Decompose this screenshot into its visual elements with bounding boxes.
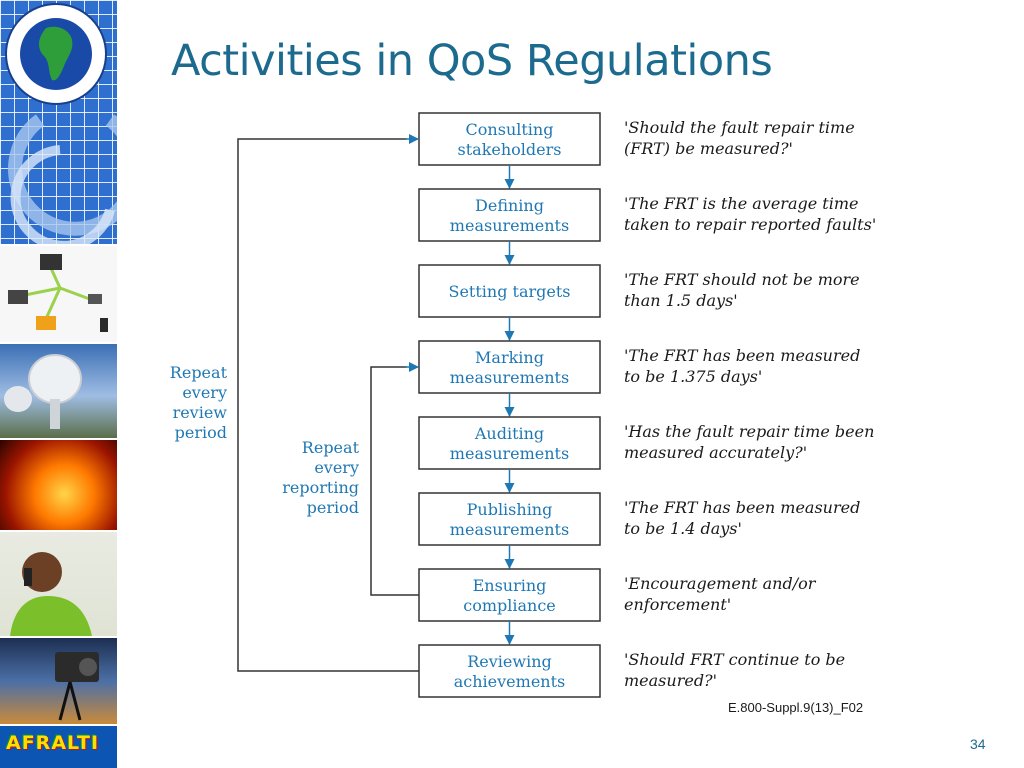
outer-loop-label: period — [175, 423, 227, 442]
step-example: measured?' — [624, 671, 717, 690]
step-label: Marking — [475, 348, 544, 367]
step-box — [418, 112, 601, 166]
network-devices-image — [0, 246, 117, 342]
step-label: Consulting — [466, 120, 554, 139]
source-reference: E.800-Suppl.9(13)_F02 — [728, 700, 863, 715]
step-label: Setting targets — [448, 282, 570, 301]
afralti-logo-panel — [0, 0, 117, 244]
step-label: Reviewing — [467, 652, 552, 671]
outer-loop-label: review — [173, 403, 228, 422]
camera-beach-image — [0, 638, 117, 724]
step-example: 'Should FRT continue to be — [624, 650, 845, 669]
monitor-icon — [40, 254, 62, 270]
inner-loop-label: period — [307, 498, 359, 517]
slide-number: 34 — [970, 736, 986, 752]
step-example: than 1.5 days' — [624, 291, 738, 310]
outer-loop-label: every — [182, 383, 227, 402]
woman-on-phone-image — [0, 532, 117, 636]
step-example: 'The FRT has been measured — [624, 498, 860, 517]
inner-loop-line — [370, 366, 419, 596]
step-box — [418, 340, 601, 394]
step-label: Auditing — [474, 424, 544, 443]
step-label: compliance — [463, 596, 556, 615]
step-example: 'Has the fault repair time been — [624, 422, 874, 441]
laptop-icon — [8, 290, 28, 304]
outer-loop-line — [237, 138, 419, 672]
step-example: (FRT) be measured?' — [624, 139, 793, 158]
step-label: measurements — [450, 444, 569, 463]
step-label: Ensuring — [473, 576, 547, 595]
phone-icon — [24, 568, 32, 586]
inner-loop-label: every — [314, 458, 359, 477]
step-box — [418, 416, 601, 470]
step-label: measurements — [450, 520, 569, 539]
afralti-seal — [5, 3, 117, 244]
outer-loop-label: Repeat — [170, 363, 228, 382]
step-box — [418, 264, 601, 318]
step-example: 'The FRT is the average time — [624, 194, 858, 213]
step-example: taken to repair reported faults' — [624, 215, 876, 234]
step-example: 'Encouragement and/or — [624, 574, 817, 593]
step-example: 'The FRT should not be more — [624, 270, 860, 289]
step-label: measurements — [450, 216, 569, 235]
afralti-logo-text: AFRALTI — [6, 732, 100, 754]
step-label: Publishing — [467, 500, 553, 519]
step-box — [418, 568, 601, 622]
step-example: measured accurately?' — [624, 443, 807, 462]
step-example: to be 1.4 days' — [624, 519, 742, 538]
sidebar-image-strip: AFRALTI — [0, 0, 117, 768]
step-label: Defining — [475, 196, 544, 215]
step-label: stakeholders — [458, 140, 562, 159]
fiber-optics-image — [0, 440, 117, 530]
step-example: enforcement' — [624, 595, 731, 614]
step-example: 'The FRT has been measured — [624, 346, 860, 365]
afralti-footer-logo: AFRALTI — [0, 726, 117, 768]
step-label: achievements — [454, 672, 565, 691]
step-example: 'Should the fault repair time — [624, 118, 855, 137]
satellite-dishes-image — [0, 344, 117, 438]
step-label: measurements — [450, 368, 569, 387]
africa-map-icon — [39, 26, 73, 81]
step-example: to be 1.375 days' — [624, 367, 762, 386]
slide-title: Activities in QoS Regulations — [171, 36, 773, 86]
inner-loop-label: reporting — [282, 478, 359, 497]
inner-loop-label: Repeat — [302, 438, 360, 457]
step-box — [418, 188, 601, 242]
